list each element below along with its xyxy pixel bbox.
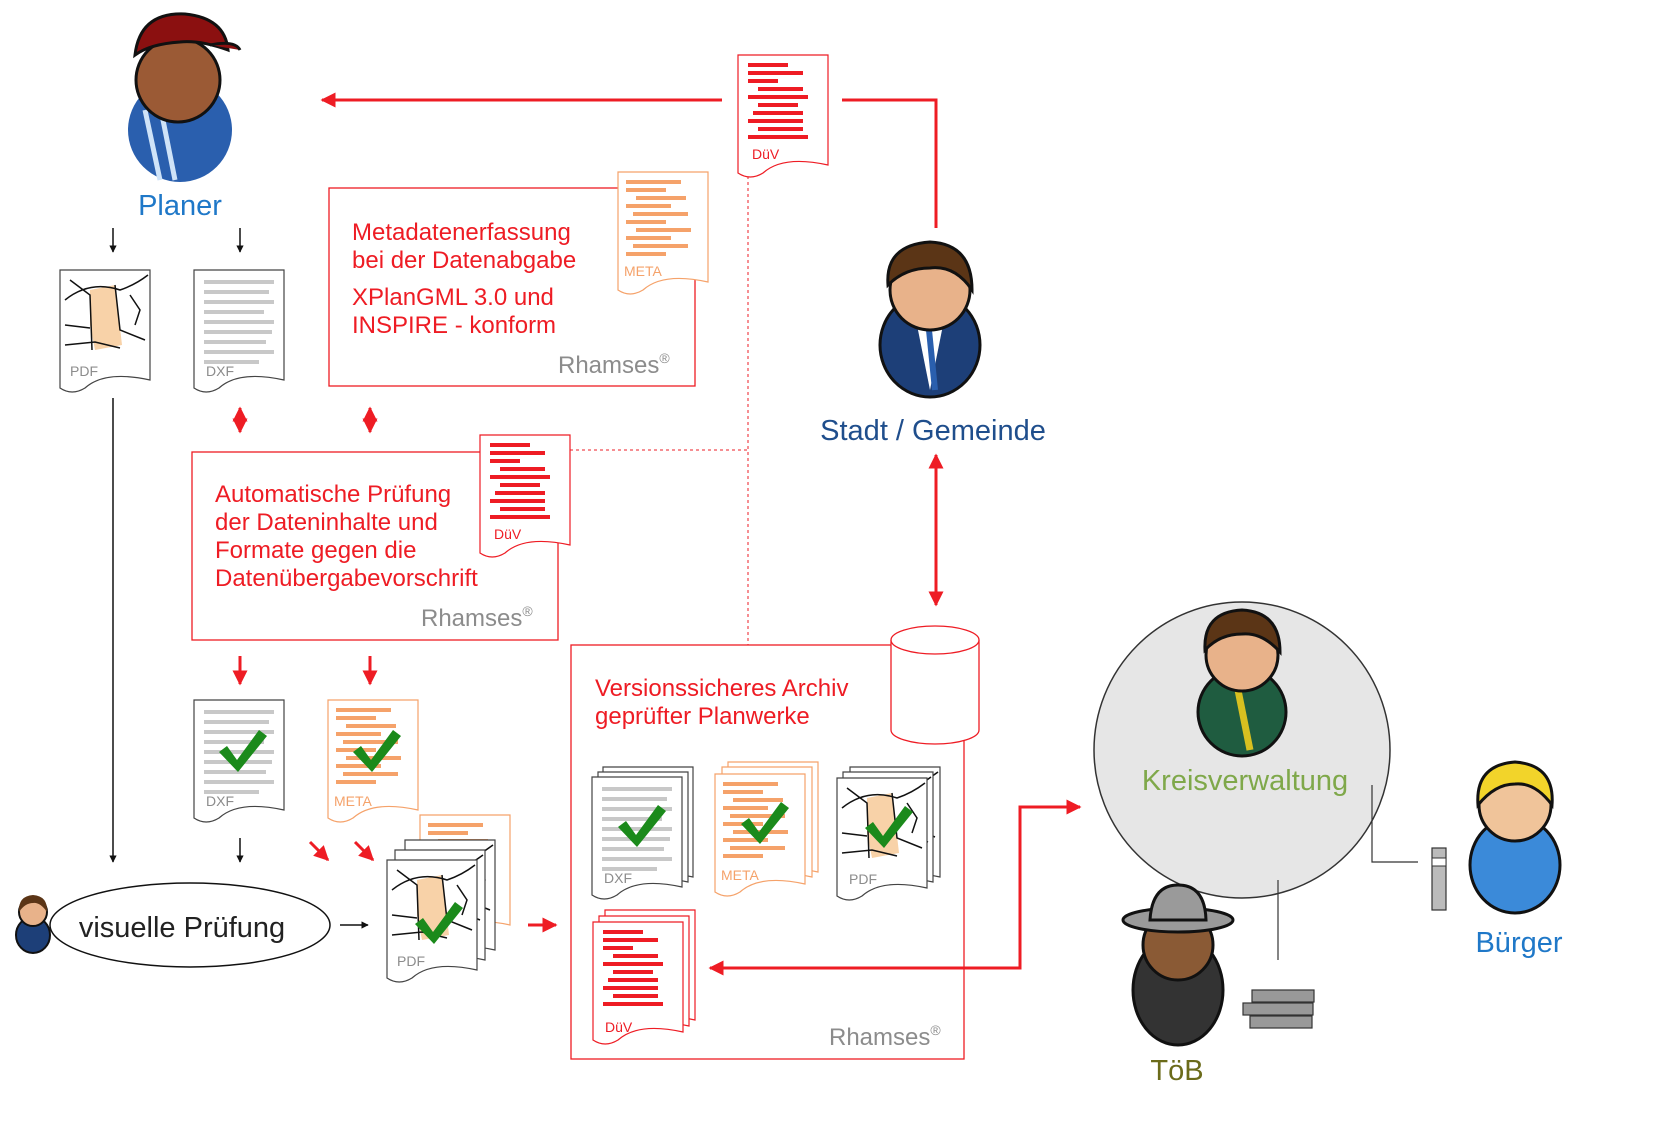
duev-doc-top: DüV — [737, 54, 829, 178]
meta-doc-box: META — [617, 171, 709, 295]
inspector-avatar-icon — [15, 895, 51, 954]
actor-planer: Planer — [138, 190, 222, 222]
meta-box — [328, 187, 696, 387]
doc-label-meta: META — [721, 867, 760, 883]
doc-label-pdf: PDF — [849, 871, 877, 887]
doc-label-dxf: DXF — [206, 363, 234, 379]
doc-label-duev: DüV — [752, 146, 780, 162]
meta-brand: Rhamses® — [558, 350, 670, 379]
pruefung-brand: Rhamses® — [421, 603, 533, 632]
archive-pdf-stack: PDF — [836, 766, 941, 901]
actor-stadt: Stadt / Gemeinde — [820, 415, 1046, 447]
archive-dxf-stack: DXF — [591, 766, 694, 900]
pruefung-line3: Formate gegen die — [215, 537, 416, 564]
actor-toeb: TöB — [1150, 1055, 1203, 1087]
planer-avatar-icon — [128, 12, 242, 182]
pruefung-line1: Automatische Prüfung — [215, 481, 451, 508]
actor-kreis: Kreisverwaltung — [1142, 765, 1348, 797]
pruefung-box — [191, 451, 559, 641]
toeb-avatar-icon — [1121, 883, 1235, 1047]
stadt-avatar-icon — [878, 240, 982, 399]
doc-label-pdf: PDF — [70, 363, 98, 379]
database-icon — [890, 625, 980, 745]
meta-line2: bei der Datenabgabe — [352, 247, 576, 274]
archive-duev-stack: DüV — [592, 909, 696, 1045]
pdf-doc-planer: PDF — [59, 269, 151, 393]
archiv-line1: Versionssicheres Archiv — [595, 675, 848, 702]
meta-line4: INSPIRE - konform — [352, 312, 556, 339]
bricks-icon — [1242, 989, 1315, 1029]
buerger-avatar-icon — [1468, 760, 1562, 915]
doc-label-meta: META — [334, 793, 373, 809]
archiv-brand: Rhamses® — [829, 1022, 941, 1051]
doc-label-duev: DüV — [494, 526, 522, 542]
meta-doc-checked: META — [327, 699, 419, 823]
actor-buerger: Bürger — [1475, 927, 1562, 959]
kreis-avatar-icon — [1196, 608, 1288, 758]
doc-label-meta: META — [624, 263, 663, 279]
pdf-stack-checked: PDF — [386, 814, 511, 983]
doc-label-dxf: DXF — [206, 793, 234, 809]
doc-label-pdf: PDF — [397, 953, 425, 969]
dxf-doc-checked: DXF — [193, 699, 285, 823]
visual-check-ellipse — [49, 882, 331, 968]
doc-label-duev: DüV — [605, 1019, 633, 1035]
archive-meta-stack: META — [714, 761, 819, 897]
duev-doc-pruefung: DüV — [479, 434, 571, 558]
meta-line1: Metadatenerfassung — [352, 219, 571, 246]
pruefung-line4: Datenübergabevorschrift — [215, 565, 478, 592]
archiv-line2: geprüfter Planwerke — [595, 703, 810, 730]
meta-line3: XPlanGML 3.0 und — [352, 284, 554, 311]
visual-check-label: visuelle Prüfung — [79, 912, 285, 944]
dxf-doc-planer: DXF — [193, 269, 285, 393]
doc-label-dxf: DXF — [604, 870, 632, 886]
column-icon — [1431, 847, 1447, 911]
pruefung-line2: der Dateninhalte und — [215, 509, 438, 536]
